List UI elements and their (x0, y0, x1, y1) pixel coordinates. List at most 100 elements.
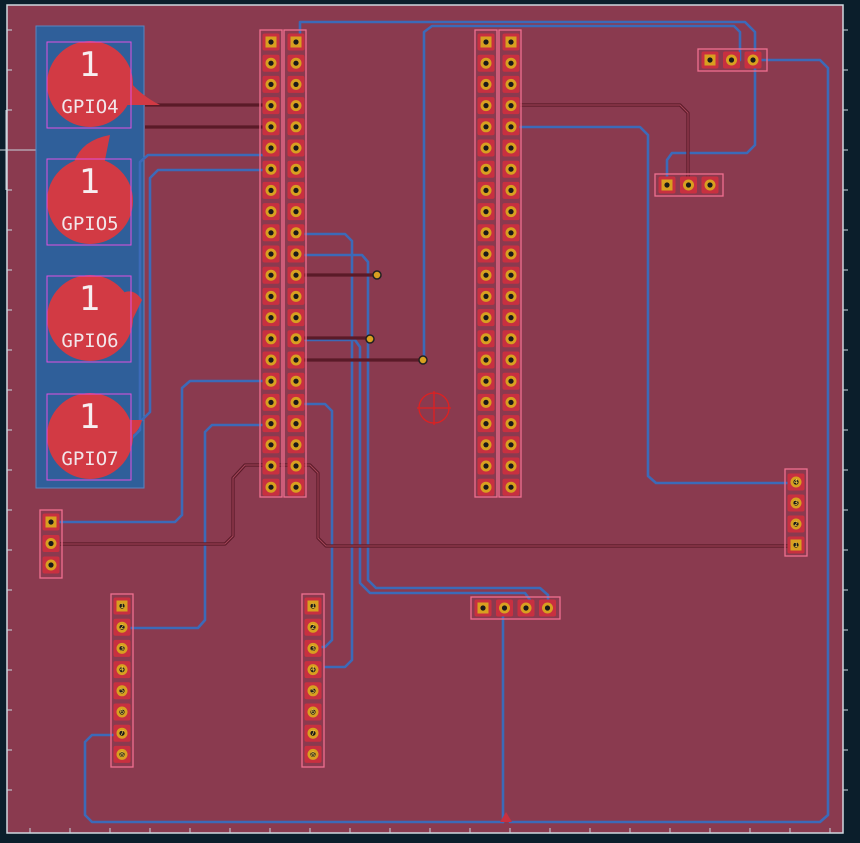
pad-drill (119, 688, 125, 694)
pad-drill (268, 39, 274, 45)
pad-drill (293, 293, 299, 299)
pad-silk-box (46, 158, 132, 246)
pin-number: 3 (311, 644, 315, 652)
pad-drill (508, 230, 514, 236)
pad-drill (119, 624, 125, 630)
pad-drill (483, 484, 489, 490)
pad-drill (293, 421, 299, 427)
pad-drill (293, 357, 299, 363)
pad-drill (119, 730, 125, 736)
pad-drill (293, 272, 299, 278)
main-header-left[interactable] (259, 29, 307, 498)
pad-drill (707, 57, 713, 63)
pin-number: 3 (794, 499, 798, 507)
pad-drill (793, 500, 799, 506)
pad-drill (523, 605, 529, 611)
pad-drill (483, 378, 489, 384)
pad-drill (483, 230, 489, 236)
pin-number: 4 (311, 666, 315, 674)
footprint-courtyard (697, 48, 768, 72)
pad-drill (483, 81, 489, 87)
pad-drill (293, 230, 299, 236)
pin-number: 3 (120, 644, 124, 652)
pad-drill (119, 603, 125, 609)
pin-number: 6 (311, 708, 315, 716)
pad-drill (483, 166, 489, 172)
pad-drill (268, 103, 274, 109)
pad-drill (483, 421, 489, 427)
pad-drill (310, 645, 316, 652)
connector-top-right[interactable] (697, 48, 768, 72)
pad-drill (664, 182, 670, 188)
pin-number: 2 (311, 623, 315, 631)
pad-drill (268, 357, 274, 363)
pad-net-name: GPIO4 (61, 96, 118, 118)
pad-pin-number: 1 (79, 45, 101, 85)
pad-drill (310, 751, 316, 758)
pad-drill (508, 145, 514, 151)
pad-drill (483, 124, 489, 130)
pad-drill (483, 336, 489, 342)
pin-number: 4 (120, 666, 124, 674)
pad-drill (293, 60, 299, 66)
pad-drill (268, 230, 274, 236)
pad-drill (508, 39, 514, 45)
pad-drill (508, 187, 514, 193)
pad-drill (310, 730, 316, 736)
pad-drill (268, 60, 274, 66)
pin-number: 7 (120, 729, 124, 737)
pad-drill (483, 209, 489, 215)
pad-drill (480, 605, 486, 611)
pad-drill (310, 667, 316, 673)
pad-drill (48, 540, 54, 547)
footprint-courtyard (784, 468, 808, 557)
pad-drill (501, 605, 508, 611)
footprint-courtyard (301, 593, 325, 768)
pad-drill (268, 378, 274, 384)
pad-drill (268, 145, 274, 151)
pad-drill (48, 562, 54, 568)
pad-pin-number: 1 (79, 279, 101, 319)
pad-drill (293, 378, 299, 384)
pad-drill (483, 272, 489, 278)
pad-drill (508, 315, 514, 321)
pad-drill (48, 519, 54, 525)
main-header-right[interactable] (474, 29, 522, 498)
pad-drill (508, 81, 514, 87)
pad-drill (750, 57, 756, 63)
pad-label-tail (74, 135, 110, 165)
pad-drill (508, 484, 514, 490)
pad-drill (293, 145, 299, 151)
pad-drill (508, 336, 514, 342)
footprint-courtyard (470, 596, 561, 620)
pad-drill (685, 182, 692, 188)
pad-net-name: GPIO7 (61, 448, 118, 470)
pad-drill (483, 293, 489, 299)
connector-mid-right[interactable] (654, 173, 724, 197)
connector-bottom[interactable] (470, 596, 561, 620)
connector-left[interactable] (39, 509, 63, 579)
pad-drill (793, 521, 799, 527)
pad-drill (268, 272, 274, 278)
pad-drill (508, 293, 514, 299)
pad-drill (508, 124, 514, 130)
pin-number: 8 (120, 750, 124, 758)
pad-drill (483, 39, 489, 45)
pad-drill (544, 605, 551, 611)
pin-number: 2 (794, 520, 798, 528)
footprint-courtyard (259, 29, 283, 498)
vias (365, 270, 428, 365)
pad-drill (293, 463, 299, 469)
board-edge-ticks (7, 29, 848, 833)
pad-drill (293, 166, 299, 172)
